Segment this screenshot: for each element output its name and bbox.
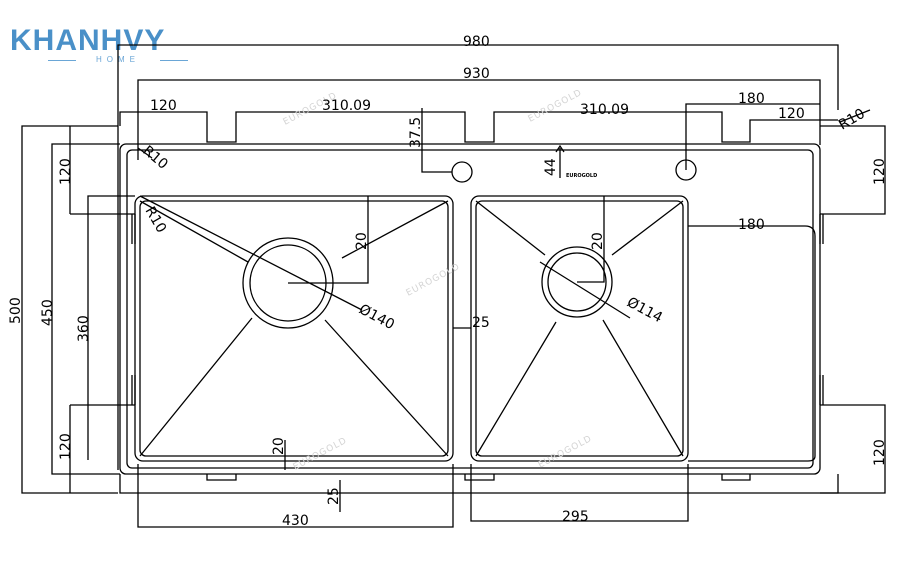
outer-width-dim-line — [117, 44, 839, 470]
label-overall-depth: 500 — [8, 297, 24, 324]
logo-subtitle: HOME — [48, 55, 188, 64]
label-inner-width: 930 — [463, 66, 490, 82]
left-bowl-inner — [139, 200, 449, 457]
left-clips — [131, 214, 136, 405]
left-drain-leader — [139, 195, 369, 311]
left-bowl-width-dim — [137, 464, 454, 528]
watermark-2: EUROGOLD — [527, 88, 584, 125]
label-right-top-offset: 120 — [778, 106, 805, 122]
right-bowl-outer — [470, 195, 689, 462]
watermark-4: EUROGOLD — [292, 436, 349, 473]
deck-height-arrow — [555, 144, 565, 178]
right-drain-outer — [541, 246, 613, 318]
label-inner-depth: 450 — [40, 299, 56, 326]
faucet-hole-right — [675, 159, 697, 181]
left-bowl-fold-lines — [139, 200, 449, 457]
label-left-edge-bottom: 120 — [58, 433, 74, 460]
inner-width-dim-line — [137, 79, 821, 160]
right-drain-inner — [547, 252, 607, 312]
right-drain-leader — [539, 196, 631, 319]
bowl-depth-dim-line — [87, 195, 135, 460]
label-left-bowl-segment: 310.09 — [322, 98, 371, 114]
label-deck-height: 44 — [543, 158, 559, 176]
faucet-spacing-line — [685, 103, 820, 170]
drainboard-area — [688, 225, 816, 462]
label-bowl-depth: 360 — [76, 315, 92, 342]
label-left-drain-offset: 20 — [354, 232, 370, 250]
faucet-offset-line — [421, 108, 452, 173]
label-left-top-offset: 120 — [150, 98, 177, 114]
label-bottom-offset: 20 — [271, 437, 287, 455]
top-left-radius-leader — [137, 147, 153, 159]
inner-depth-dim-line — [51, 143, 120, 475]
sink-body — [119, 143, 821, 475]
top-edge-profile — [119, 111, 838, 143]
label-radius-top-left: R10 — [139, 143, 170, 173]
right-top-offset-line — [820, 125, 886, 215]
right-clips — [819, 214, 824, 405]
right-bowl-width-dim — [470, 464, 689, 522]
label-overall-width: 980 — [463, 34, 490, 50]
faucet-hole-left — [451, 161, 473, 183]
label-drainboard-width: 180 — [738, 217, 765, 233]
label-faucet-spacing: 180 — [738, 91, 765, 107]
label-left-bowl-width: 430 — [282, 513, 309, 529]
label-right-drain-diameter: Ø114 — [624, 294, 665, 326]
label-faucet-offset: 37.5 — [408, 117, 424, 148]
label-left-edge-top: 120 — [58, 158, 74, 185]
right-bowl-inner — [475, 200, 684, 457]
left-top-offset-line — [69, 126, 135, 215]
logo-brand: KHANHVY — [10, 24, 166, 57]
left-bottom-offset-line — [69, 404, 135, 493]
right-bottom-offset-line — [820, 404, 886, 494]
label-right-drain-offset: 20 — [590, 232, 606, 250]
label-right-bowl-segment: 310.09 — [580, 102, 629, 118]
sink-deck-inner — [126, 149, 814, 469]
left-bowl-outer — [134, 195, 454, 462]
bottom-lip — [119, 474, 839, 494]
right-bowl-fold-lines — [475, 200, 684, 457]
khanhvy-logo: KHANHVY HOME — [10, 26, 210, 66]
deck-brand-mark: EUROGOLD — [566, 173, 597, 179]
label-right-edge-bottom: 120 — [872, 439, 888, 466]
label-radius-top-right: R10 — [836, 106, 868, 134]
label-bottom-depth-offset: 25 — [326, 487, 342, 505]
watermark-5: EUROGOLD — [537, 434, 594, 471]
top-right-radius-leader — [839, 109, 871, 123]
label-right-edge-top: 120 — [872, 158, 888, 185]
label-right-bowl-width: 295 — [562, 509, 589, 525]
label-left-drain-diameter: Ø140 — [356, 301, 397, 333]
label-divider-width: 25 — [472, 315, 490, 331]
bottom-tabs — [206, 474, 751, 481]
